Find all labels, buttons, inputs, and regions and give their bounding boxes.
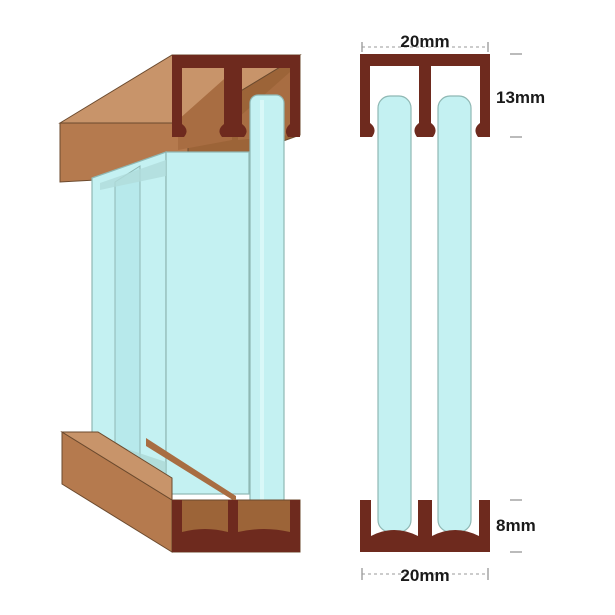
bottom-height-label: 8mm [496, 516, 536, 535]
bottom-rail-end-profile [172, 500, 300, 552]
bottom-height-dimension: 8mm [496, 499, 536, 553]
top-height-label: 13mm [496, 88, 545, 107]
top-channel-profile [360, 54, 490, 137]
top-width-label: 20mm [400, 32, 449, 51]
perspective-view [58, 54, 302, 553]
glass-panels-3d [91, 94, 285, 534]
glass-panes-section [377, 95, 472, 533]
bottom-width-label: 20mm [400, 566, 449, 585]
top-height-dimension: 13mm [496, 53, 545, 138]
cross-section-view: 20mm 13mm 8mm 20mm [360, 32, 545, 585]
bottom-channel-profile [360, 500, 490, 552]
top-width-dimension: 20mm [361, 32, 489, 52]
top-rail-end-profile [172, 55, 300, 137]
bottom-width-dimension: 20mm [361, 566, 489, 585]
